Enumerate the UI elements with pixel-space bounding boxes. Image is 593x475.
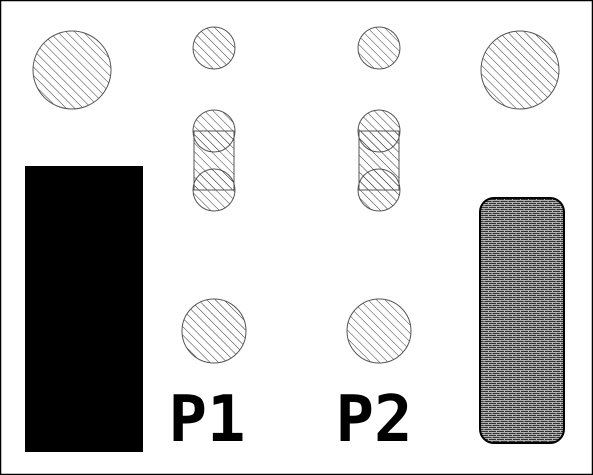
textured-pad — [479, 197, 565, 444]
mounting-hole-right — [480, 30, 560, 110]
via-right — [357, 26, 401, 70]
oval-slot-left — [192, 109, 236, 212]
solid-block — [25, 166, 143, 452]
via-left — [192, 26, 236, 70]
pin-pad-p1 — [181, 298, 247, 364]
pin-pad-p2 — [346, 298, 412, 364]
label-p2: P2 — [335, 383, 412, 457]
oval-slot-right — [357, 109, 401, 212]
mounting-hole-left — [32, 30, 112, 110]
label-p1: P1 — [168, 383, 245, 457]
